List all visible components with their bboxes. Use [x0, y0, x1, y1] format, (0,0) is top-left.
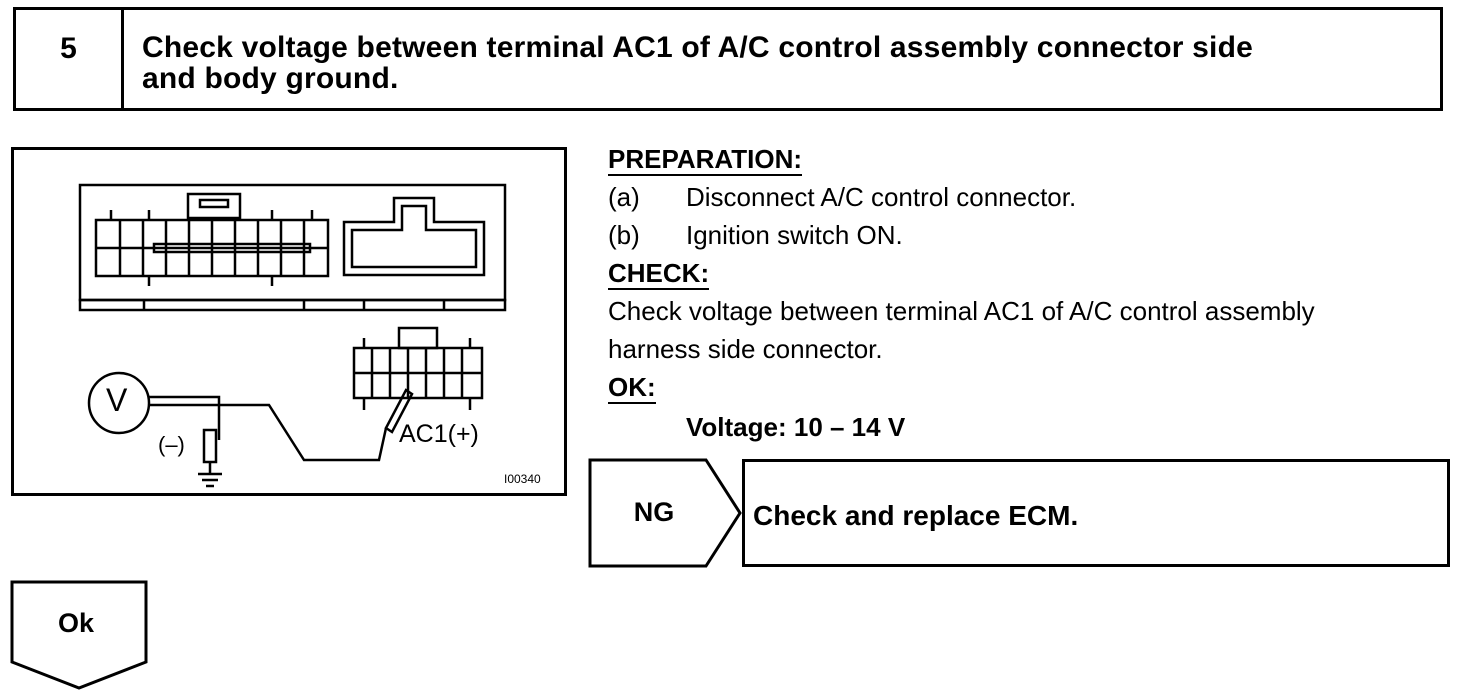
step-header: 5 Check voltage between terminal AC1 of …: [13, 7, 1443, 111]
figure-id: I00340: [504, 472, 541, 486]
instructions: PREPARATION: (a) Disconnect A/C control …: [608, 140, 1468, 446]
connector-icon: [78, 183, 507, 312]
check-heading: CHECK:: [608, 258, 710, 290]
ground-icon: [198, 472, 222, 488]
voltage-spec: Voltage: 10 – 14 V: [686, 412, 906, 442]
step-index: (b): [608, 220, 640, 250]
ok-label: Ok: [58, 608, 95, 638]
preparation-step-a: (a) Disconnect A/C control connector.: [608, 178, 1468, 216]
step-index: (a): [608, 182, 640, 212]
ng-branch-arrow[interactable]: NG: [588, 458, 744, 575]
wiring-illustration: V (–) AC1(+) I00340: [11, 147, 567, 496]
connector-diagram: [78, 183, 507, 488]
ac1-terminal-label: AC1(+): [399, 420, 479, 448]
step-title: Check voltage between terminal AC1 of A/…: [124, 10, 1440, 108]
voltmeter-icon: [87, 371, 151, 435]
step-title-line-2: and body ground.: [142, 62, 399, 95]
step-number: 5: [16, 10, 124, 108]
ok-branch-arrow[interactable]: Ok: [10, 580, 152, 697]
ok-heading: OK:: [608, 372, 656, 404]
negative-label: (–): [158, 432, 185, 457]
probe-icon: [384, 388, 414, 434]
preparation-heading: PREPARATION:: [608, 144, 803, 176]
step-text: Disconnect A/C control connector.: [686, 182, 1077, 212]
check-text-line-2: harness side connector.: [608, 334, 883, 364]
preparation-step-b: (b) Ignition switch ON.: [608, 216, 1468, 254]
ng-result-box: Check and replace ECM.: [742, 459, 1450, 567]
step-title-line-1: Check voltage between terminal AC1 of A/…: [142, 31, 1253, 64]
arrow-right-icon: NG: [588, 458, 742, 568]
check-text-line-1: Check voltage between terminal AC1 of A/…: [608, 296, 1315, 326]
arrow-down-icon: Ok: [10, 580, 148, 690]
ng-label: NG: [634, 497, 675, 527]
step-text: Ignition switch ON.: [686, 220, 903, 250]
voltmeter-symbol: V: [106, 382, 128, 418]
harness-connector-icon: [352, 326, 484, 410]
